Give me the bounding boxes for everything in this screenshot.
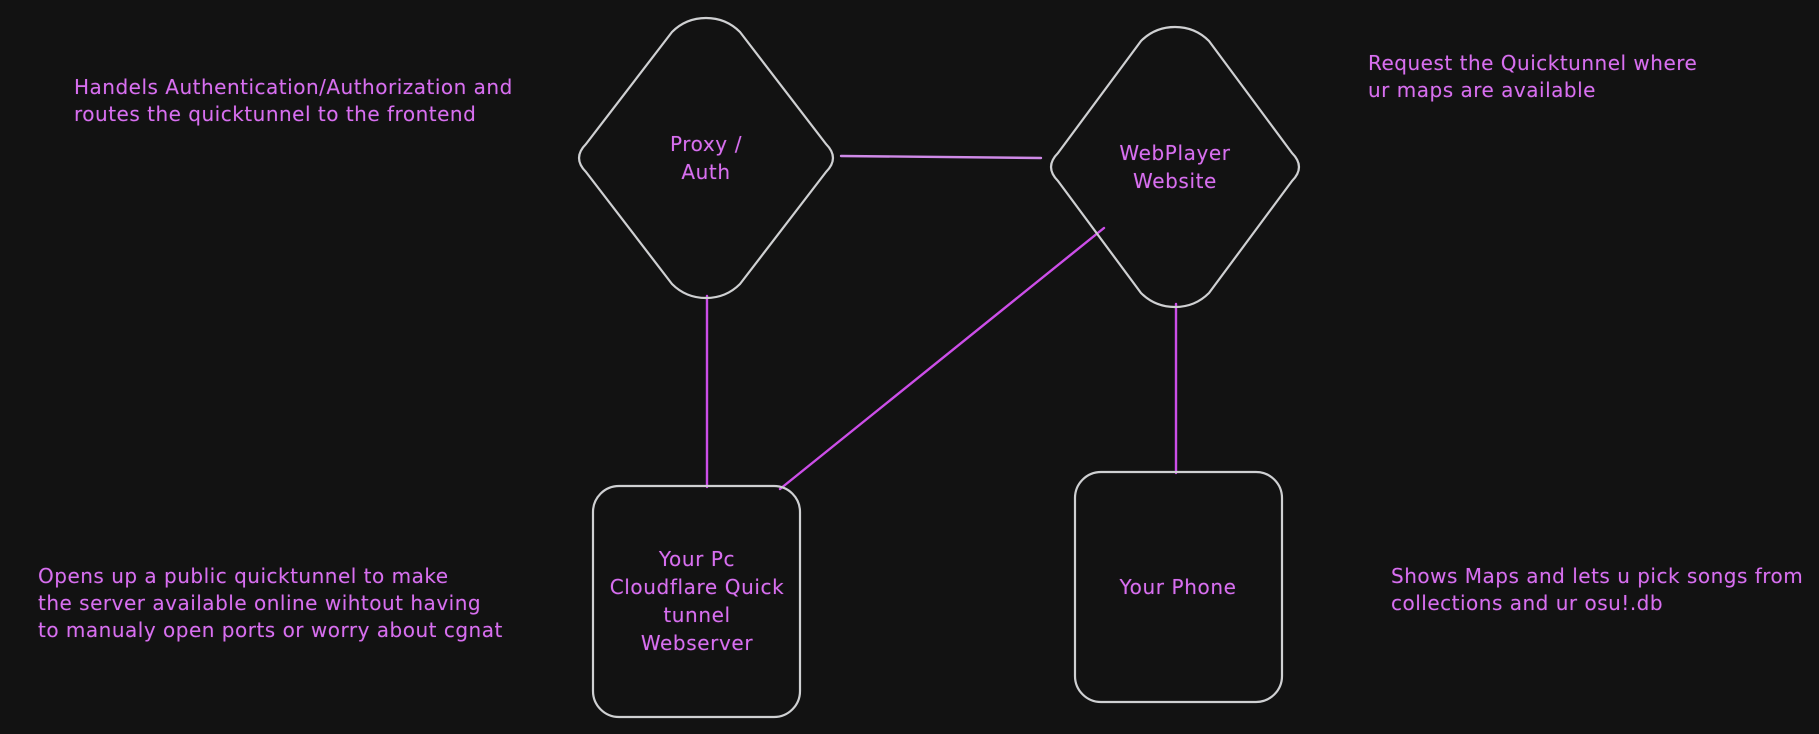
- annotation-proxy-note: Handels Authentication/Authorization and…: [74, 75, 513, 126]
- node-shape-your-phone[interactable]: [1073, 470, 1284, 704]
- node-shape-webplayer-website[interactable]: [1049, 25, 1301, 309]
- annotation-your-phone-note: Shows Maps and lets u pick songs from co…: [1391, 564, 1804, 615]
- edge-webplayer-to-your-pc[interactable]: [778, 226, 1106, 491]
- node-shape-your-pc[interactable]: [591, 484, 802, 719]
- annotation-webplayer-note: Request the Quicktunnel where ur maps ar…: [1368, 51, 1698, 102]
- annotation-your-pc-note: Opens up a public quicktunnel to make th…: [38, 564, 503, 642]
- edge-proxy-to-webplayer[interactable]: [839, 154, 1043, 160]
- edge-layer: [705, 154, 1178, 491]
- node-shape-layer: [577, 16, 1301, 719]
- node-shape-proxy-auth[interactable]: [577, 16, 835, 300]
